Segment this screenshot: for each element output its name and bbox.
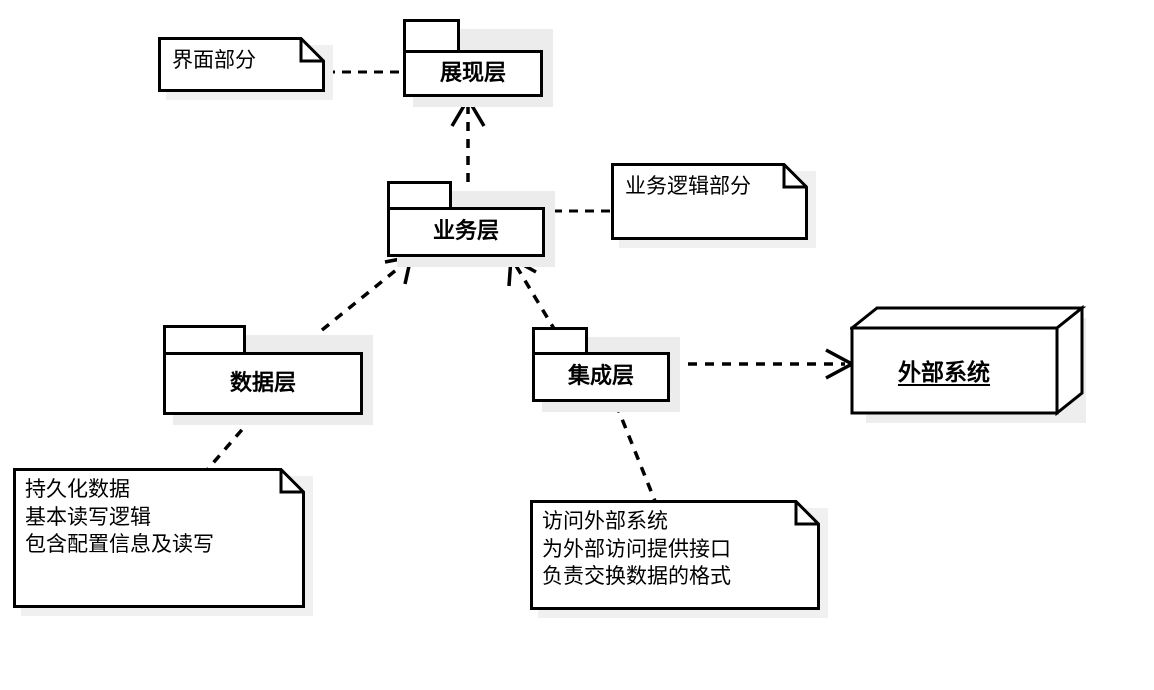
edge-data-to-note-data [205, 415, 255, 472]
note-data-line-3: 包含配置信息及读写 [25, 532, 214, 557]
note-integration[interactable]: 访问外部系统 为外部访问提供接口 负责交换数据的格式 [530, 500, 820, 610]
package-data[interactable]: 数据层 [163, 352, 363, 415]
node-external-system[interactable]: 外部系统 [850, 305, 1090, 420]
note-business-logic-text: 业务逻辑部分 [625, 174, 751, 198]
note-integration-line-3: 负责交换数据的格式 [542, 564, 731, 589]
note-ui[interactable]: 界面部分 [158, 37, 325, 92]
note-data-text: 持久化数据 基本读写逻辑 包含配置信息及读写 [25, 476, 214, 559]
note-ui-text: 界面部分 [172, 48, 256, 72]
node-external-system-shape [850, 305, 1087, 417]
note-data-shape [13, 468, 305, 608]
package-integration-tab [532, 327, 588, 352]
package-data-label: 数据层 [229, 370, 296, 396]
package-integration-label: 集成层 [567, 364, 634, 389]
note-integration-shape [530, 500, 820, 610]
note-data[interactable]: 持久化数据 基本读写逻辑 包含配置信息及读写 [13, 468, 305, 608]
note-integration-text: 访问外部系统 为外部访问提供接口 负责交换数据的格式 [542, 508, 731, 591]
edge-data-to-business [320, 260, 408, 332]
note-business-logic[interactable]: 业务逻辑部分 [611, 163, 808, 240]
node-external-system-label: 外部系统 [898, 360, 990, 386]
package-integration[interactable]: 集成层 [532, 352, 670, 402]
package-business[interactable]: 业务层 [387, 207, 545, 257]
package-business-tab [387, 181, 452, 207]
note-data-line-1: 持久化数据 [25, 477, 130, 501]
edge-integration-to-business [513, 263, 558, 333]
edge-integration-to-note-integration [614, 403, 657, 502]
note-integration-line-2: 为外部访问提供接口 [542, 536, 731, 561]
package-presentation-tab [403, 19, 460, 50]
package-business-label: 业务层 [432, 219, 499, 244]
package-presentation[interactable]: 展现层 [403, 50, 543, 97]
package-presentation-label: 展现层 [439, 60, 506, 86]
note-integration-line-1: 访问外部系统 [542, 509, 668, 533]
note-data-line-2: 基本读写逻辑 [25, 504, 151, 529]
note-business-logic-shape [611, 163, 808, 240]
package-data-tab [163, 325, 246, 352]
note-ui-shape [158, 37, 325, 92]
